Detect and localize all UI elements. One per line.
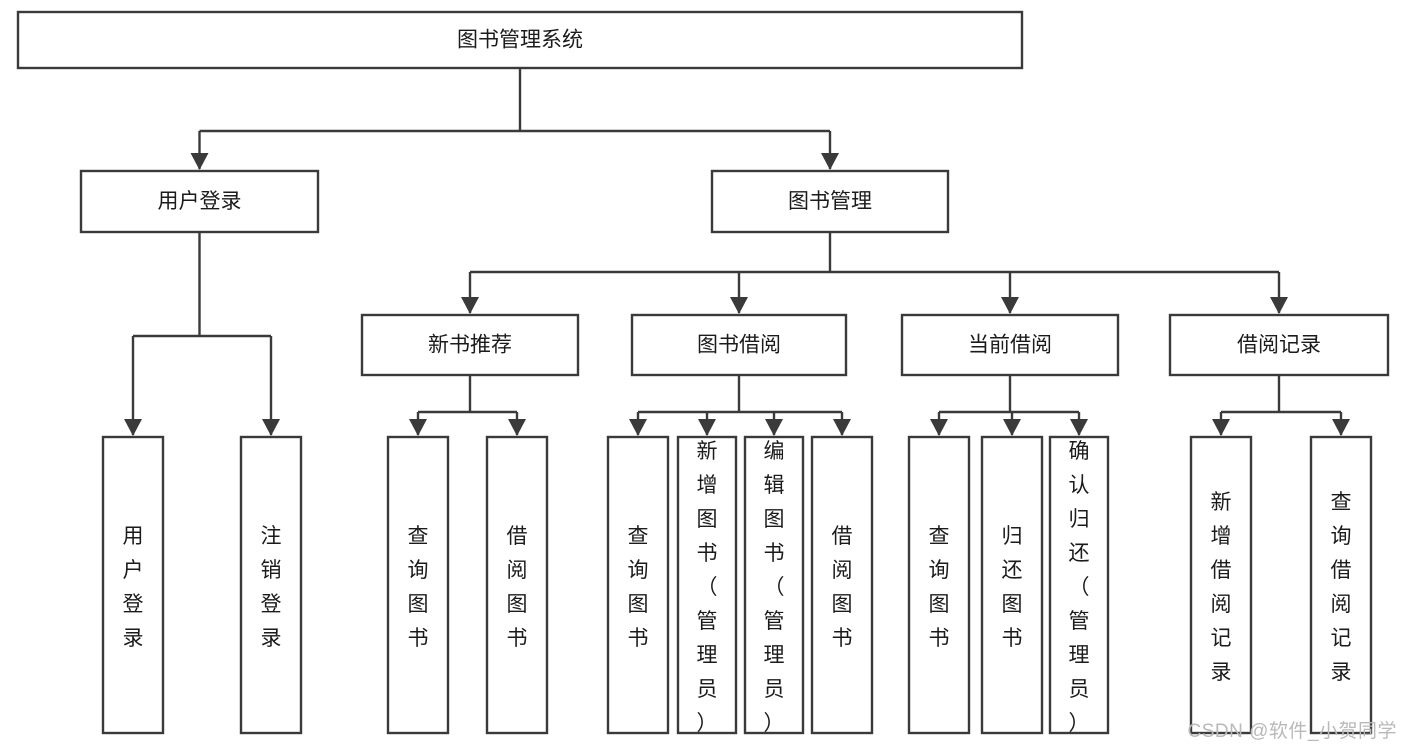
node-current-borrow[interactable]: 当前借阅 [900,313,1120,377]
arrow-icon-root-1 [821,153,839,170]
node-box-leaf-borrow-book [810,435,874,735]
node-box-borrow-record [1168,313,1390,377]
arrow-icon-book-manage-2 [1001,297,1019,314]
node-label-leaf-borrow-book-recommend: 借阅图书 [507,525,528,650]
node-box-book-borrow [630,313,848,377]
node-label-leaf-add-borrow-record: 新增借阅记录 [1211,491,1232,684]
node-box-leaf-add-book [676,435,738,735]
node-box-leaf-query-book-recommend [386,435,450,735]
node-label-new-book-recommend: 新书推荐 [428,334,512,357]
arrow-icon-user-login-1 [262,419,280,436]
node-label-borrow-record: 借阅记录 [1237,334,1321,357]
node-new-book-recommend[interactable]: 新书推荐 [360,313,580,377]
node-label-leaf-query-book-borrow: 查询图书 [628,525,649,650]
node-label-leaf-logout: 注销登录 [261,525,282,650]
node-leaf-logout[interactable]: 注销登录 [239,435,303,735]
node-leaf-borrow-book-recommend[interactable]: 借阅图书 [485,435,549,735]
connectors-layer [124,68,1350,436]
node-label-book-borrow: 图书借阅 [697,334,781,357]
node-box-leaf-logout [239,435,303,735]
node-box-new-book-recommend [360,313,580,377]
arrow-icon-book-borrow-1 [698,419,716,436]
node-leaf-add-borrow-record[interactable]: 新增借阅记录 [1189,435,1253,735]
node-label-user-login: 用户登录 [158,190,242,213]
arrow-icon-borrow-record-0 [1212,419,1230,436]
node-leaf-query-book-recommend[interactable]: 查询图书 [386,435,450,735]
node-book-manage[interactable]: 图书管理 [710,169,950,234]
node-label-book-manage: 图书管理 [788,190,872,213]
arrow-icon-current-borrow-0 [930,419,948,436]
node-box-leaf-return-book [980,435,1044,735]
arrow-icon-book-manage-1 [730,297,748,314]
node-box-leaf-query-borrow-record [1309,435,1373,735]
node-leaf-return-book[interactable]: 归还图书 [980,435,1044,735]
node-label-leaf-query-book-current: 查询图书 [929,525,950,650]
node-root[interactable]: 图书管理系统 [16,10,1024,70]
node-box-leaf-edit-book [743,435,805,735]
node-label-leaf-add-book: 新增图书（管理员） [697,440,718,735]
node-user-login[interactable]: 用户登录 [79,169,320,234]
node-box-leaf-borrow-book-recommend [485,435,549,735]
node-box-leaf-confirm-return [1048,435,1110,735]
arrow-icon-root-0 [190,153,209,170]
node-label-root: 图书管理系统 [457,29,583,52]
watermark-text: CSDN @软件_小贺同学 [1187,721,1397,742]
node-box-book-manage [710,169,950,234]
node-box-root [16,10,1024,70]
node-label-leaf-user-login: 用户登录 [123,525,144,650]
nodes-layer: 图书管理系统用户登录图书管理新书推荐图书借阅当前借阅借阅记录用户登录注销登录查询… [16,10,1390,735]
node-book-borrow[interactable]: 图书借阅 [630,313,848,377]
node-leaf-query-borrow-record[interactable]: 查询借阅记录 [1309,435,1373,735]
arrow-icon-book-manage-0 [461,297,479,314]
arrow-icon-new-book-recommend-0 [409,419,427,436]
node-leaf-add-book[interactable]: 新增图书（管理员） [676,435,738,735]
node-box-leaf-user-login [101,435,165,735]
arrow-icon-book-borrow-3 [833,419,851,436]
node-label-leaf-return-book: 归还图书 [1002,525,1023,650]
node-box-current-borrow [900,313,1120,377]
node-label-leaf-edit-book: 编辑图书（管理员） [764,440,785,735]
node-leaf-user-login[interactable]: 用户登录 [101,435,165,735]
node-leaf-confirm-return[interactable]: 确认归还（管理员） [1048,435,1110,735]
node-box-leaf-query-book-current [907,435,971,735]
arrow-icon-new-book-recommend-1 [508,419,526,436]
node-leaf-borrow-book[interactable]: 借阅图书 [810,435,874,735]
node-box-leaf-query-book-borrow [606,435,670,735]
arrow-icon-book-borrow-2 [765,419,783,436]
node-box-leaf-add-borrow-record [1189,435,1253,735]
node-box-user-login [79,169,320,234]
node-label-current-borrow: 当前借阅 [968,334,1052,357]
node-leaf-edit-book[interactable]: 编辑图书（管理员） [743,435,805,735]
arrow-icon-book-borrow-0 [629,419,647,436]
arrow-icon-user-login-0 [124,419,142,436]
arrow-icon-current-borrow-2 [1070,419,1088,436]
node-leaf-query-book-borrow[interactable]: 查询图书 [606,435,670,735]
node-label-leaf-borrow-book: 借阅图书 [832,525,853,650]
node-label-leaf-confirm-return: 确认归还（管理员） [1069,440,1090,735]
node-label-leaf-query-borrow-record: 查询借阅记录 [1331,491,1352,684]
arrow-icon-book-manage-3 [1270,297,1288,314]
arrow-icon-borrow-record-1 [1332,419,1350,436]
node-borrow-record[interactable]: 借阅记录 [1168,313,1390,377]
node-label-leaf-query-book-recommend: 查询图书 [408,525,429,650]
arrow-icon-current-borrow-1 [1003,419,1021,436]
node-leaf-query-book-current[interactable]: 查询图书 [907,435,971,735]
